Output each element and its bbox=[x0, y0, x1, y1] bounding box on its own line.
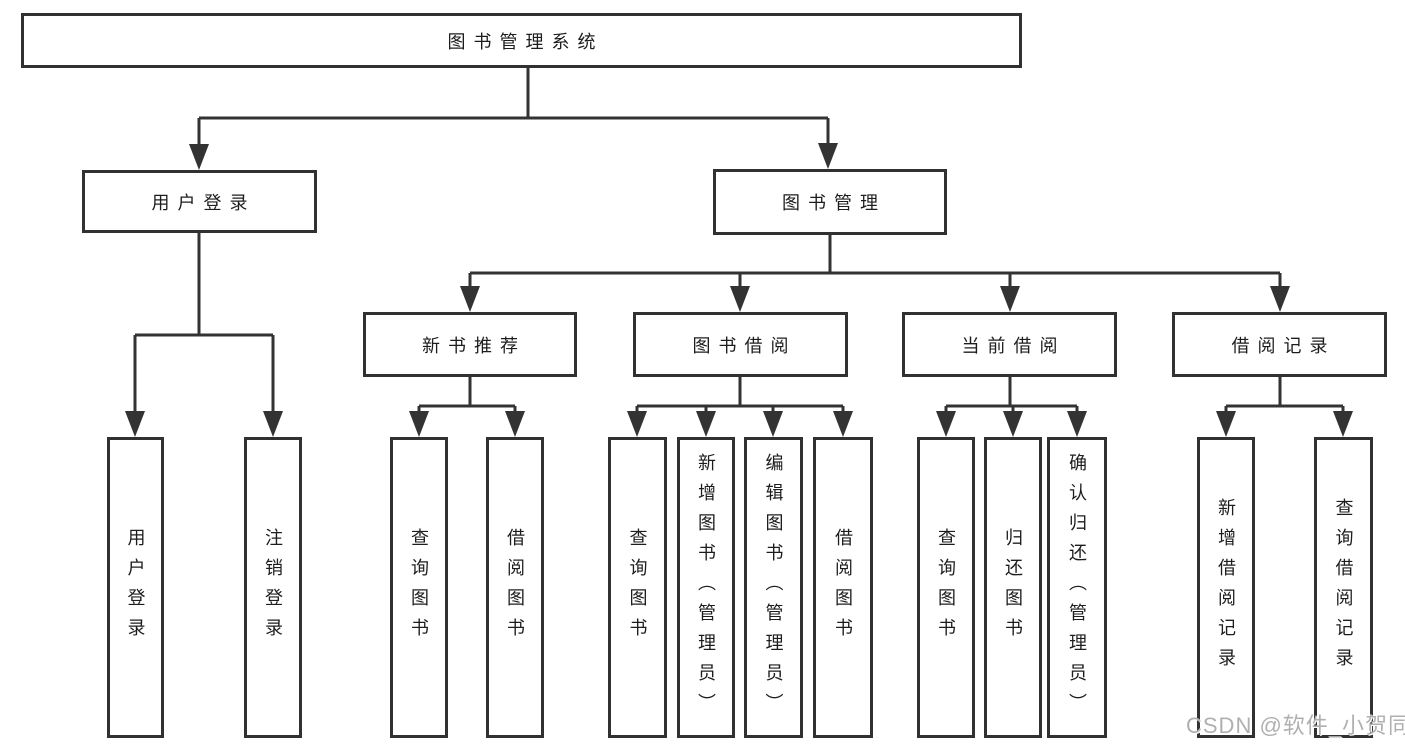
node-new-book-recommend-label: 新书推荐 bbox=[422, 335, 526, 356]
node-book-management-label: 图书管理 bbox=[782, 193, 886, 213]
node-borrow-record-label: 借阅记录 bbox=[1231, 335, 1336, 356]
leaf-query-books-newbook: 查询图书 bbox=[390, 437, 448, 738]
node-borrow-record: 借阅记录 bbox=[1172, 312, 1387, 377]
leaf-add-book-admin: 新增图书（管理员） bbox=[677, 437, 735, 738]
node-book-borrow: 图书借阅 bbox=[633, 312, 848, 377]
leaf-return-books: 归还图书 bbox=[984, 437, 1042, 738]
leaf-borrow-books-borrow-label: 借阅图书 bbox=[833, 527, 853, 648]
leaf-add-borrow-record-label: 新增借阅记录 bbox=[1216, 497, 1236, 678]
leaf-edit-book-admin: 编辑图书（管理员） bbox=[744, 437, 803, 738]
node-user-login: 用户登录 bbox=[82, 170, 317, 233]
node-book-borrow-label: 图书借阅 bbox=[692, 335, 797, 356]
node-root: 图书管理系统 bbox=[21, 13, 1022, 68]
leaf-query-books-borrow: 查询图书 bbox=[608, 437, 667, 738]
leaf-confirm-return-admin: 确认归还（管理员） bbox=[1047, 437, 1107, 738]
leaf-query-books-current-label: 查询图书 bbox=[936, 527, 956, 648]
arrowheads bbox=[125, 143, 1353, 437]
leaf-return-books-label: 归还图书 bbox=[1003, 527, 1023, 648]
node-current-borrow-label: 当前借阅 bbox=[961, 335, 1066, 356]
leaf-query-borrow-record: 查询借阅记录 bbox=[1314, 437, 1373, 738]
leaf-query-books-current: 查询图书 bbox=[917, 437, 975, 738]
leaf-user-login: 用户登录 bbox=[107, 437, 164, 738]
node-book-management: 图书管理 bbox=[713, 169, 947, 235]
csdn-watermark: CSDN @软件_小贺同学 bbox=[1186, 713, 1405, 738]
node-new-book-recommend: 新书推荐 bbox=[363, 312, 577, 377]
leaf-add-borrow-record: 新增借阅记录 bbox=[1197, 437, 1255, 738]
leaf-borrow-books-newbook-label: 借阅图书 bbox=[505, 527, 525, 648]
leaf-borrow-books-borrow: 借阅图书 bbox=[813, 437, 873, 738]
leaf-logout-label: 注销登录 bbox=[263, 527, 283, 648]
tree-edges bbox=[133, 68, 1345, 418]
leaf-query-books-newbook-label: 查询图书 bbox=[409, 527, 429, 648]
node-current-borrow: 当前借阅 bbox=[902, 312, 1117, 377]
node-user-login-label: 用户登录 bbox=[151, 192, 256, 213]
leaf-logout: 注销登录 bbox=[244, 437, 302, 738]
leaf-query-books-borrow-label: 查询图书 bbox=[627, 527, 648, 648]
node-root-label: 图书管理系统 bbox=[447, 31, 604, 52]
leaf-edit-book-admin-label: 编辑图书（管理员） bbox=[763, 452, 784, 723]
leaf-query-borrow-record-label: 查询借阅记录 bbox=[1333, 497, 1354, 678]
leaf-user-login-label: 用户登录 bbox=[125, 527, 146, 648]
leaf-add-book-admin-label: 新增图书（管理员） bbox=[696, 452, 716, 723]
leaf-confirm-return-admin-label: 确认归还（管理员） bbox=[1067, 452, 1087, 723]
leaf-borrow-books-newbook: 借阅图书 bbox=[486, 437, 544, 738]
